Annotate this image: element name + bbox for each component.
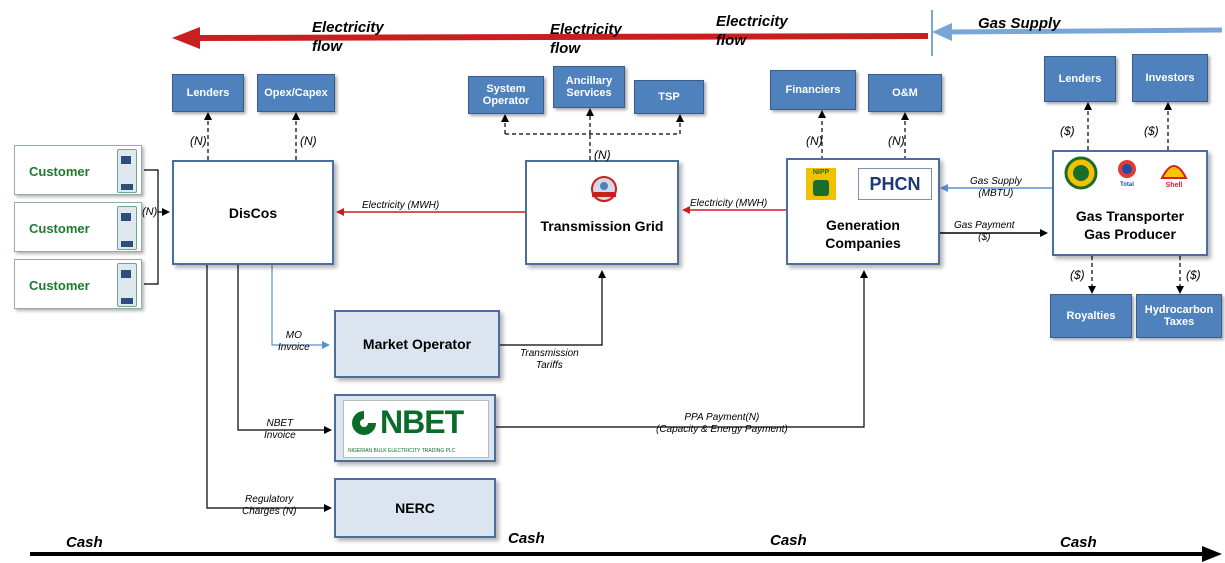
total-logo-icon: Total xyxy=(1118,160,1136,188)
lenders-left-currency: (N) xyxy=(190,134,207,148)
regulatory-charges-label: Regulatory Charges (N) xyxy=(242,494,297,517)
meter-icon xyxy=(117,206,137,250)
lenders-right-currency: ($) xyxy=(1060,124,1075,138)
phcn-logo: PHCN xyxy=(858,168,932,200)
nbet-logo-text: NBET xyxy=(380,404,464,440)
tsp-currency: (N) xyxy=(594,148,611,162)
electricity-flow-arrow xyxy=(194,33,929,41)
nbet-invoice-label: NBET Invoice xyxy=(264,418,296,441)
om-box: O&M xyxy=(868,74,942,112)
hydrocarbon-taxes-box: Hydrocarbon Taxes xyxy=(1136,294,1222,338)
cash-label-3: Cash xyxy=(770,532,807,549)
transmission-tariffs-label: Transmission Tariffs xyxy=(520,348,579,371)
nipp-logo: NIPP xyxy=(806,168,836,200)
customer-currency: (N) xyxy=(142,206,158,218)
electricity-flow-label-2: Electricity flow xyxy=(550,21,622,57)
electricity-discos-label: Electricity (MWH) xyxy=(362,200,440,211)
shell-logo-icon: Shell xyxy=(1160,165,1188,189)
nbet-logo: NBET NIGERIAN BULK ELECTRICITY TRADING P… xyxy=(343,400,489,458)
meter-icon xyxy=(117,149,137,193)
royalties-currency: ($) xyxy=(1070,268,1085,282)
mo-invoice-label: MO Invoice xyxy=(278,330,310,353)
ancillary-services-box: Ancillary Services xyxy=(553,66,625,108)
ppa-payment-label: PPA Payment(N) (Capacity & Energy Paymen… xyxy=(656,412,788,435)
shell-logo-text: Shell xyxy=(1166,182,1183,189)
gas-payment-label: Gas Payment ($) xyxy=(954,220,1015,243)
cash-label-4: Cash xyxy=(1060,534,1097,551)
gas-supply-arrowhead xyxy=(932,23,952,41)
generation-companies-box: Generation Companies NIPP PHCN xyxy=(786,158,940,265)
electricity-flow-arrowhead xyxy=(172,27,200,49)
lenders-box-right: Lenders xyxy=(1044,56,1116,102)
investors-currency: ($) xyxy=(1144,124,1159,138)
nbet-invoice-link xyxy=(237,265,332,434)
gas-supply-label: Gas Supply (MBTU) xyxy=(970,176,1022,199)
tcn-logo-icon xyxy=(591,176,617,202)
electricity-flow-label-1: Electricity flow xyxy=(312,19,384,55)
total-logo-text: Total xyxy=(1120,182,1134,188)
nerc-box: NERC xyxy=(334,478,496,538)
nbet-logo-subtitle: NIGERIAN BULK ELECTRICITY TRADING PLC xyxy=(348,448,456,454)
hydrocarbon-currency: ($) xyxy=(1186,268,1201,282)
customer-box-2: Customer xyxy=(14,202,142,252)
customer-box-3: Customer xyxy=(14,259,142,309)
market-operator-box: Market Operator xyxy=(334,310,500,378)
customer-box-1: Customer xyxy=(14,145,142,195)
gas-supply-arrow xyxy=(947,27,1223,35)
gas-supply-flow-label: Gas Supply xyxy=(978,15,1061,32)
transmission-grid-box: Transmission Grid xyxy=(525,160,679,265)
nnpc-logo-icon xyxy=(1064,156,1098,190)
opex-currency: (N) xyxy=(300,134,317,148)
discos-box: DisCos xyxy=(172,160,334,265)
financiers-currency: (N) xyxy=(806,134,823,148)
transmission-tariffs-link xyxy=(500,270,606,346)
cash-label-2: Cash xyxy=(508,530,545,547)
tsp-box: TSP xyxy=(634,80,704,114)
cash-flow-arrowhead xyxy=(1202,546,1222,562)
system-operator-box: System Operator xyxy=(468,76,544,114)
royalties-box: Royalties xyxy=(1050,294,1132,338)
investors-box: Investors xyxy=(1132,54,1208,102)
electricity-transmission-label: Electricity (MWH) xyxy=(690,198,768,209)
mo-invoice-link xyxy=(271,265,330,349)
nbet-emblem-icon xyxy=(352,411,376,435)
meter-icon xyxy=(117,263,137,307)
opex-capex-box: Opex/Capex xyxy=(257,74,335,112)
electricity-flow-label-3: Electricity flow xyxy=(716,13,788,49)
regulatory-link xyxy=(206,265,332,512)
gas-transporter-box: Gas Transporter Gas Producer Total Shell xyxy=(1052,150,1208,256)
ppa-payment-link xyxy=(496,270,868,428)
nipp-emblem-icon xyxy=(813,180,829,196)
cash-label-1: Cash xyxy=(66,534,103,551)
lenders-box-left: Lenders xyxy=(172,74,244,112)
financiers-box: Financiers xyxy=(770,70,856,110)
customers-bracket xyxy=(144,169,159,285)
om-currency: (N) xyxy=(888,134,905,148)
